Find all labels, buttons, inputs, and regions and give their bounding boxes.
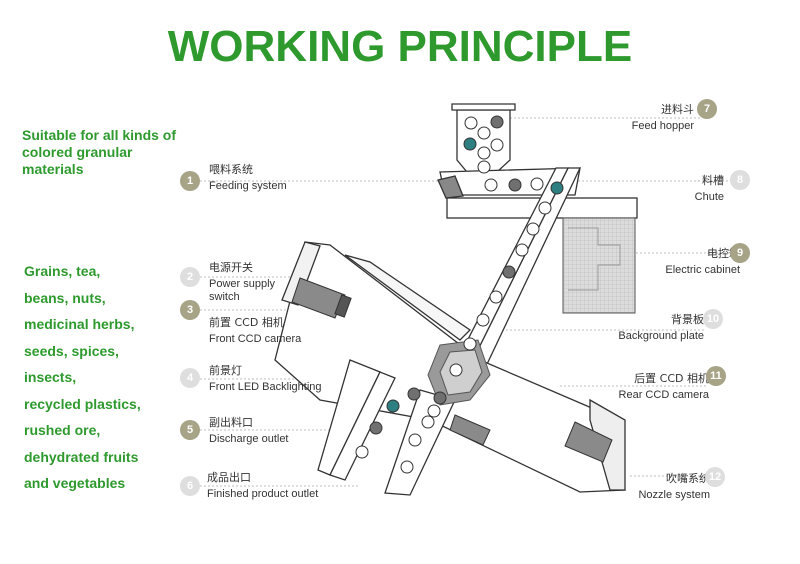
label-en: Feed hopper — [631, 120, 694, 132]
label-zh: 电控箱 — [707, 247, 740, 260]
chute-grains — [449, 201, 552, 377]
electric-cabinet — [562, 217, 636, 314]
label-badge-8: 8 — [730, 170, 750, 190]
material-item: seeds, spices, — [24, 342, 119, 359]
label-en: Rear CCD camera — [618, 389, 709, 401]
label-zh: 副出料口 — [209, 416, 253, 429]
front-ccd-camera — [291, 277, 352, 319]
label-feed-hopper: 进料斗 Feed hopper — [632, 103, 694, 133]
label-nozzle-system: 吹嘴系统 Nozzle system — [638, 472, 710, 502]
label-badge-9: 9 — [730, 243, 750, 263]
label-zh: 前置 CCD 相机 — [209, 316, 284, 329]
outlet-grains — [355, 387, 447, 474]
label-badge-1: 1 — [180, 171, 200, 191]
label-badge-5: 5 — [180, 420, 200, 440]
label-background-plate: 背景板 Background plate — [618, 313, 704, 343]
label-power-supply-switch: 电源开关 Power supply switch — [209, 261, 284, 304]
material-item: dehydrated fruits — [24, 448, 139, 465]
material-item: medicinal herbs, — [24, 316, 135, 332]
hopper-grains — [463, 115, 504, 174]
material-item: recycled plastics, — [24, 395, 141, 412]
label-en: Nozzle system — [638, 489, 710, 501]
label-discharge-outlet: 副出料口 Discharge outlet — [209, 416, 289, 446]
label-badge-3: 3 — [180, 300, 200, 320]
label-finished-product-outlet: 成品出口 Finished product outlet — [207, 471, 318, 501]
label-zh: 电源开关 — [209, 261, 253, 274]
material-item: insects, — [24, 369, 77, 385]
label-badge-7: 7 — [697, 99, 717, 119]
label-en: Chute — [694, 191, 724, 203]
material-item: Grains, tea, — [24, 263, 101, 279]
label-en: Front CCD camera — [209, 333, 302, 345]
label-badge-11: 11 — [706, 366, 726, 386]
rear-ccd-camera — [449, 414, 613, 463]
label-zh: 背景板 — [671, 313, 704, 326]
label-en: Background plate — [618, 330, 704, 342]
page-title: WORKING PRINCIPLE — [167, 22, 633, 71]
label-zh: 吹嘴系统 — [666, 472, 710, 485]
tray-grains — [484, 177, 564, 195]
label-feeding-system: 喂料系统 Feeding system — [209, 163, 287, 193]
label-en: Electric cabinet — [665, 264, 740, 276]
label-front-ccd-camera: 前置 CCD 相机 Front CCD camera — [209, 316, 301, 346]
label-badge-6: 6 — [180, 476, 200, 496]
label-front-led-backlighting: 前景灯 Front LED Backlighting — [209, 364, 322, 394]
label-chute: 料槽 Chute — [695, 174, 724, 204]
material-item: rushed ore, — [24, 422, 101, 438]
label-zh: 进料斗 — [661, 103, 694, 116]
label-badge-10: 10 — [703, 309, 723, 329]
label-en: Finished product outlet — [207, 488, 319, 500]
label-zh: 前景灯 — [209, 364, 242, 377]
material-item: and vegetables — [24, 475, 126, 491]
label-badge-4: 4 — [180, 368, 200, 388]
label-zh: 料槽 — [702, 174, 724, 187]
label-en: Discharge outlet — [209, 433, 289, 445]
materials-list: Grains, tea, beans, nuts, medicinal herb… — [24, 260, 184, 499]
suitable-note: Suitable for all kinds of colored granul… — [22, 127, 177, 177]
label-en: Power supply switch — [209, 278, 276, 303]
label-zh: 后置 CCD 相机 — [634, 372, 709, 385]
label-en: Feeding system — [209, 180, 287, 192]
label-badge-2: 2 — [180, 267, 200, 287]
material-item: beans, nuts, — [24, 289, 106, 306]
label-electric-cabinet: 电控箱 Electric cabinet — [665, 247, 740, 277]
label-zh: 成品出口 — [207, 471, 251, 484]
label-rear-ccd-camera: 后置 CCD 相机 Rear CCD camera — [619, 372, 709, 402]
label-badge-12: 12 — [705, 467, 725, 487]
label-zh: 喂料系统 — [209, 163, 253, 176]
label-en: Front LED Backlighting — [209, 381, 322, 393]
